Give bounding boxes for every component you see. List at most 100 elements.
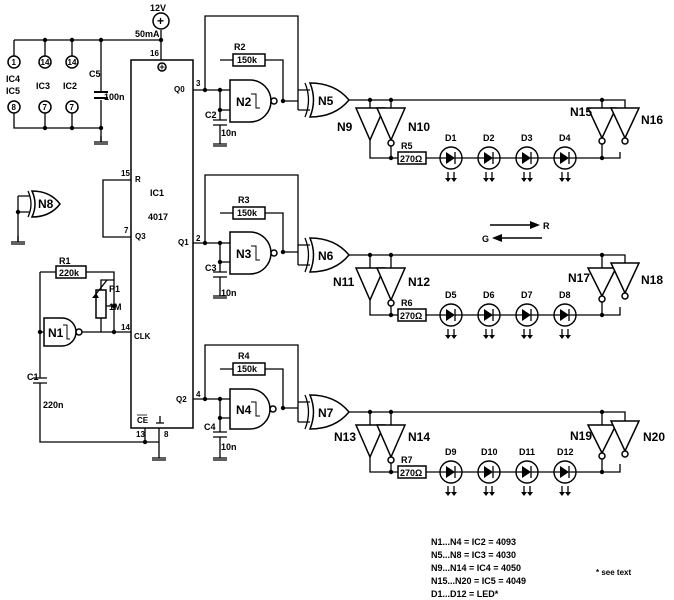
p1-value: 1M <box>109 302 122 312</box>
ic1-label-q0: Q0 <box>174 85 185 94</box>
n1-label: N1 <box>48 326 64 340</box>
ic1-label-r: R <box>135 175 141 184</box>
c3-name: C3 <box>205 263 217 273</box>
ic1-name: IC1 <box>150 188 164 198</box>
see-text-note: * see text <box>596 568 631 577</box>
ic1-pin14: 14 <box>121 323 130 332</box>
note-2: N5...N8 = IC3 = 4030 <box>431 550 516 560</box>
n3-label: N3 <box>236 247 252 261</box>
ic1-pin7: 7 <box>124 226 129 235</box>
r3-value: 150k <box>237 208 258 218</box>
supply-voltage: 12V <box>150 3 166 13</box>
n4-label: N4 <box>236 403 252 417</box>
ic4-label: IC4 <box>6 74 20 84</box>
r6-value: 270Ω <box>400 311 422 321</box>
d8-label: D8 <box>559 290 571 300</box>
r1-value: 220k <box>59 268 80 278</box>
r2-value: 150k <box>237 55 258 65</box>
r7-value: 270Ω <box>400 468 422 478</box>
n20-label: N20 <box>643 430 665 444</box>
n18-label: N18 <box>641 273 663 287</box>
ic1-label-ce: CE <box>137 416 149 425</box>
ic1-body <box>130 59 194 429</box>
d11-label: D11 <box>519 447 535 457</box>
n11-label: N11 <box>333 275 355 289</box>
n7-label: N7 <box>318 406 334 420</box>
pp3-top: 14 <box>68 58 77 67</box>
ic1-label-q2: Q2 <box>176 395 187 404</box>
d12-label: D12 <box>557 447 574 457</box>
p1-name: P1 <box>109 284 120 294</box>
n5-label: N5 <box>318 94 334 108</box>
d6-label: D6 <box>483 290 495 300</box>
pp1-bot: 8 <box>12 103 17 112</box>
channel-1: R2 150k N2 C2 10n N5 N9 N10 R5 270Ω <box>193 15 663 183</box>
r3-name: R3 <box>238 195 250 205</box>
ic1-pin15: 15 <box>121 169 130 178</box>
n9-label: N9 <box>337 120 353 134</box>
n8-label: N8 <box>38 197 54 211</box>
ic1-pin2: 2 <box>196 234 201 243</box>
c5-value: 100n <box>104 92 125 102</box>
r5-value: 270Ω <box>400 154 422 164</box>
r1-name: R1 <box>59 256 71 266</box>
c1-value: 220n <box>43 400 64 410</box>
c2-value: 10n <box>221 128 237 138</box>
c1-name: C1 <box>27 372 39 382</box>
ic1-label-clk: CLK <box>134 332 151 341</box>
d9-label: D9 <box>445 447 457 457</box>
ic1-pin8: 8 <box>164 430 169 439</box>
pp2-bot: 7 <box>43 103 48 112</box>
direction-indicator: R G <box>482 221 550 244</box>
r7-name: R7 <box>401 455 413 465</box>
ic5-label: IC5 <box>6 86 20 96</box>
ic2-label: IC2 <box>63 81 77 91</box>
supply-current: 50mA <box>135 29 160 39</box>
d7-label: D7 <box>521 290 533 300</box>
direction-g-label: G <box>482 234 489 244</box>
ic1-pin16: 16 <box>150 49 159 58</box>
d10-label: D10 <box>481 447 498 457</box>
d5-label: D5 <box>445 290 457 300</box>
note-3: N9...N14 = IC4 = 4050 <box>431 563 521 573</box>
c5-name: C5 <box>89 69 101 79</box>
d1-label: D1 <box>445 133 457 143</box>
r4-name: R4 <box>238 351 250 361</box>
d2-label: D2 <box>483 133 495 143</box>
r5-name: R5 <box>401 141 413 151</box>
note-5: D1...D12 = LED* <box>431 589 499 599</box>
r2-name: R2 <box>234 42 246 52</box>
pp2-top: 14 <box>41 58 50 67</box>
d3-label: D3 <box>521 133 533 143</box>
n17-label: N17 <box>568 271 590 285</box>
c3-value: 10n <box>221 288 237 298</box>
ic1-part: 4017 <box>148 212 168 222</box>
n14-label: N14 <box>408 430 430 444</box>
n15-label: N15 <box>570 105 592 119</box>
r6-name: R6 <box>401 298 413 308</box>
notes-block: N1...N4 = IC2 = 4093 N5...N8 = IC3 = 403… <box>431 537 631 599</box>
pp3-bot: 7 <box>70 103 75 112</box>
ic3-label: IC3 <box>36 81 50 91</box>
ic1-pin4: 4 <box>196 390 201 399</box>
n13-label: N13 <box>334 430 356 444</box>
ic1-label-q3: Q3 <box>135 232 146 241</box>
c4-name: C4 <box>204 422 216 432</box>
ic1-pin3: 3 <box>196 79 201 88</box>
d4-label: D4 <box>559 133 571 143</box>
ic1-label-q1: Q1 <box>178 238 189 247</box>
note-4: N15...N20 = IC5 = 4049 <box>431 576 526 586</box>
c2-name: C2 <box>205 110 217 120</box>
channel-2: R3 150k N3 C3 10n N6 N11 N12 R6 270Ω D5 … <box>193 174 663 340</box>
n2-label: N2 <box>236 95 252 109</box>
n12-label: N12 <box>408 275 430 289</box>
r4-value: 150k <box>237 364 258 374</box>
channel-3: R4 150k N4 C4 10n N7 N13 N14 R7 270Ω D9 … <box>193 344 665 497</box>
n16-label: N16 <box>641 113 663 127</box>
c4-value: 10n <box>221 442 237 452</box>
n10-label: N10 <box>408 120 430 134</box>
n19-label: N19 <box>570 429 592 443</box>
supply-plus: + <box>157 14 164 28</box>
ic1-pin13: 13 <box>136 430 145 439</box>
